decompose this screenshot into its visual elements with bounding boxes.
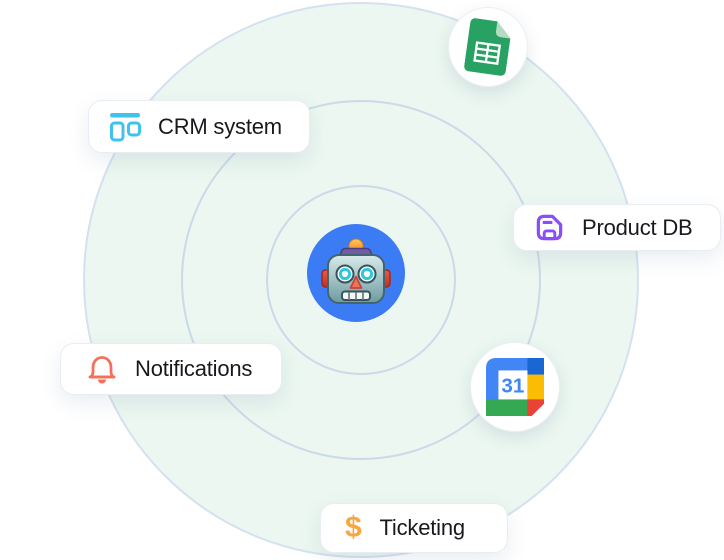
integration-label: CRM system [158,113,282,139]
orbit-ring-middle [181,100,541,460]
orbit-ring-inner [266,185,456,375]
integration-pill-ticketing[interactable]: $ Ticketing [320,503,508,553]
assistant-hub[interactable] [307,224,405,322]
google-calendar-badge[interactable]: 31 [470,342,560,432]
integration-pill-notifications[interactable]: Notifications [60,343,282,395]
calendar-day-label: 31 [501,375,524,398]
google-calendar-icon: 31 [486,358,544,416]
database-icon [534,212,565,243]
kanban-icon [109,112,142,142]
integration-label: Ticketing [379,515,466,540]
bell-icon [87,353,117,385]
google-sheets-icon [464,18,511,76]
google-sheets-badge[interactable] [448,7,528,87]
robot-icon [321,238,391,304]
integration-label: Notifications [135,356,253,381]
dollar-icon: $ [345,511,362,544]
integration-pill-crm-system[interactable]: CRM system [88,100,310,153]
integration-pill-product-db[interactable]: Product DB [513,204,721,251]
integration-label: Product DB [582,214,693,240]
